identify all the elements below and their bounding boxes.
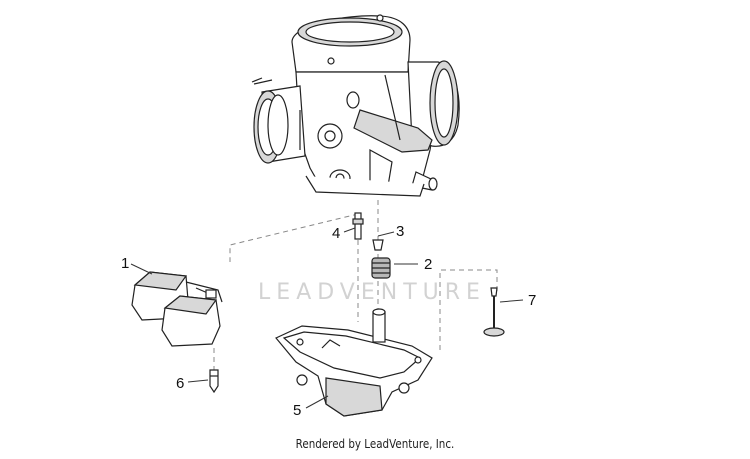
footer-credit: Rendered by LeadVenture, Inc. (295, 437, 455, 451)
assembly-lines (213, 200, 498, 370)
part-4-main-jet (352, 212, 364, 240)
part-3-pilot-jet (372, 239, 384, 251)
callout-6: 6 (176, 375, 184, 392)
callout-5: 5 (293, 402, 301, 419)
callout-4: 4 (332, 225, 340, 242)
callout-7: 7 (528, 292, 536, 309)
leader-lines (130, 227, 524, 409)
part-2-jet-holder (371, 257, 391, 279)
carburetor-body (251, 14, 460, 197)
part-5-float-bowl (275, 308, 433, 417)
callout-1: 1 (121, 255, 129, 272)
callout-3: 3 (396, 223, 404, 240)
part-1-float (131, 271, 223, 347)
part-7-drain-screw (483, 287, 505, 337)
watermark-text: LEADVENTURE (258, 280, 486, 305)
callout-2: 2 (424, 256, 432, 273)
part-6-float-needle (209, 369, 219, 394)
